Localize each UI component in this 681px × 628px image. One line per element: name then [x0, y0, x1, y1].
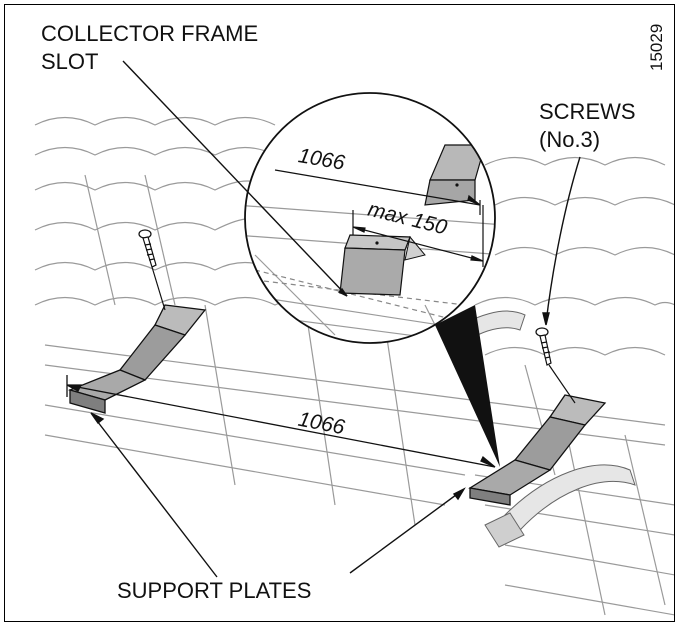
detail-circle-background: [245, 93, 495, 343]
detail-view: [245, 144, 495, 343]
detail-circle-outline: [244, 92, 496, 344]
flex-pipe: [444, 310, 636, 548]
left-support-plate: [67, 304, 207, 414]
collector-frame-label-line2: SLOT: [41, 49, 99, 74]
callout-leaders: [90, 60, 581, 578]
detail-leader-wedge: [435, 305, 500, 467]
figure-number: 15029: [647, 23, 666, 71]
right-screw: [535, 327, 576, 404]
diagram-frame: COLLECTOR FRAME SLOT SCREWS (No.3) SUPPO…: [4, 4, 675, 622]
right-support-plate: [468, 394, 607, 506]
main-dimension-line: [66, 375, 496, 468]
support-plates-label: SUPPORT PLATES: [117, 578, 312, 603]
screws-label-line1: SCREWS: [539, 99, 636, 124]
left-screw: [138, 229, 166, 311]
roof-illustration: [34, 60, 674, 616]
collector-frame-label-line1: COLLECTOR FRAME: [41, 21, 259, 46]
screws-label-line2: (No.3): [539, 127, 601, 152]
